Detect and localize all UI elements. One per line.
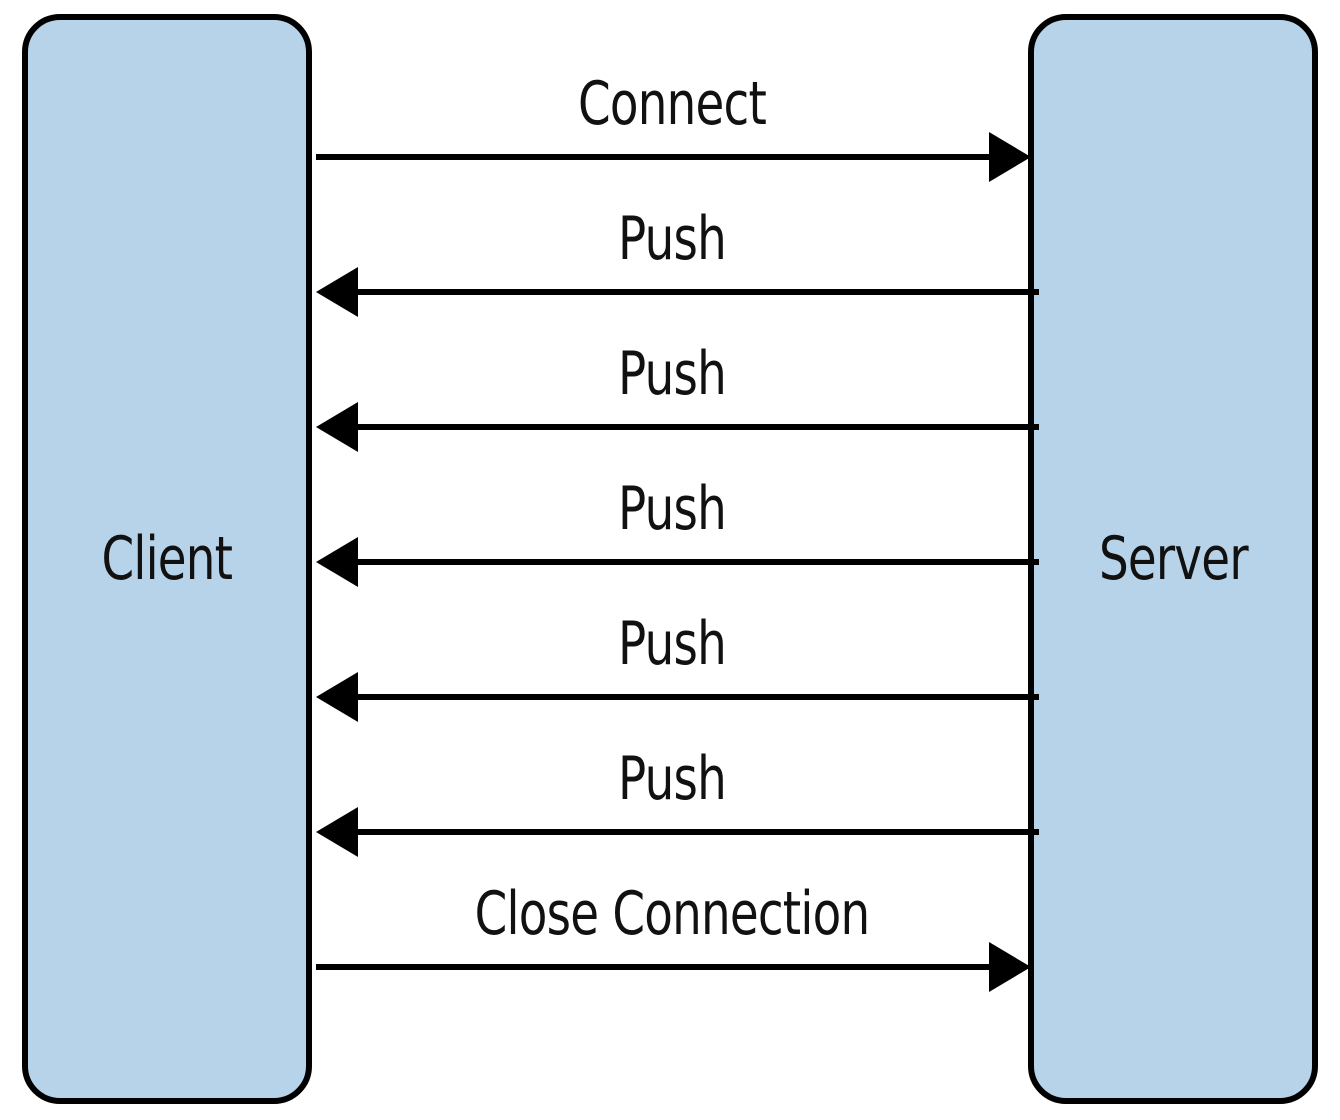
message-arrow bbox=[316, 402, 1039, 452]
message-label-push: Push bbox=[617, 204, 727, 274]
client-node: Client bbox=[22, 14, 312, 1104]
message-arrow bbox=[316, 132, 1031, 182]
arrow-head bbox=[316, 672, 358, 722]
message-label-push: Push bbox=[617, 744, 727, 814]
message-arrow bbox=[316, 537, 1039, 587]
arrow-head bbox=[989, 132, 1031, 182]
arrow-head bbox=[989, 942, 1031, 992]
message-label-connect: Connect bbox=[577, 69, 767, 139]
message-arrow bbox=[316, 942, 1031, 992]
message-label-push: Push bbox=[617, 339, 727, 409]
client-label: Client bbox=[101, 524, 234, 594]
server-label: Server bbox=[1098, 524, 1249, 594]
message-arrow bbox=[316, 807, 1039, 857]
message-label-close-connection: Close Connection bbox=[474, 879, 870, 949]
message-label-push: Push bbox=[617, 609, 727, 679]
arrow-head bbox=[316, 807, 358, 857]
message-arrow bbox=[316, 267, 1039, 317]
arrow-head bbox=[316, 402, 358, 452]
arrow-head bbox=[316, 537, 358, 587]
message-arrow bbox=[316, 672, 1039, 722]
arrow-head bbox=[316, 267, 358, 317]
server-node: Server bbox=[1028, 14, 1318, 1104]
message-label-push: Push bbox=[617, 474, 727, 544]
